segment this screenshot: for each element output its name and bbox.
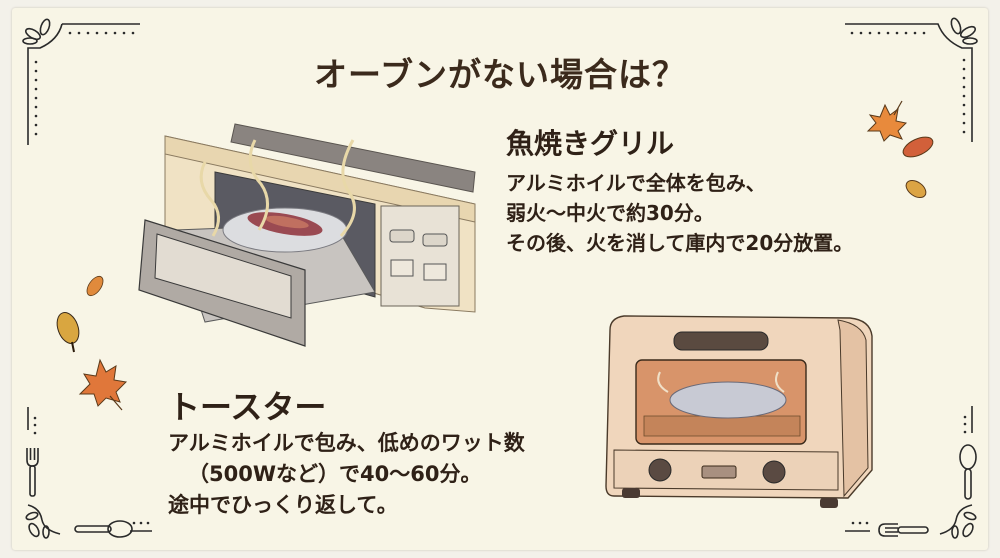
grill-line: その後、火を消して庫内で20分放置。 — [506, 231, 854, 255]
leaf-icon — [905, 179, 927, 199]
fork-icon — [878, 523, 929, 537]
leaves-top-right — [866, 100, 934, 199]
leaf-icon — [56, 312, 80, 353]
toaster-heading: トースター — [168, 388, 327, 426]
spoon-icon — [74, 520, 133, 538]
toaster-instructions: アルミホイルで包み、低めのワット数 （500Wなど）で40〜60分。 途中でひっ… — [168, 428, 525, 521]
corner-flourish-icon — [25, 504, 61, 539]
toaster-line: 途中でひっくり返して。 — [168, 493, 398, 517]
corner-flourish-icon — [939, 504, 977, 539]
leaf-icon — [902, 136, 934, 158]
page-title: オーブンがない場合は？ — [313, 55, 687, 94]
fish-grill-illustration — [138, 123, 476, 347]
grill-line: 弱火〜中火で約30分。 — [506, 201, 714, 225]
toaster-line: アルミホイルで包み、低めのワット数 — [168, 431, 525, 455]
toaster-line: （500Wなど）で40〜60分。 — [188, 462, 482, 486]
maple-leaf-icon — [866, 100, 908, 142]
leaves-left — [56, 275, 128, 411]
leaf-icon — [86, 275, 104, 297]
grill-heading: 魚焼きグリル — [506, 127, 675, 160]
corner-flourish-icon — [22, 18, 140, 145]
spoon-icon — [959, 444, 977, 500]
toaster-oven-illustration — [605, 315, 873, 508]
fork-icon — [26, 448, 39, 497]
grill-instructions: アルミホイルで全体を包み、 弱火〜中火で約30分。 その後、火を消して庫内で20… — [506, 168, 853, 258]
maple-leaf-icon — [78, 358, 128, 411]
grill-line: アルミホイルで全体を包み、 — [506, 171, 766, 195]
corner-flourish-icon — [845, 17, 978, 142]
